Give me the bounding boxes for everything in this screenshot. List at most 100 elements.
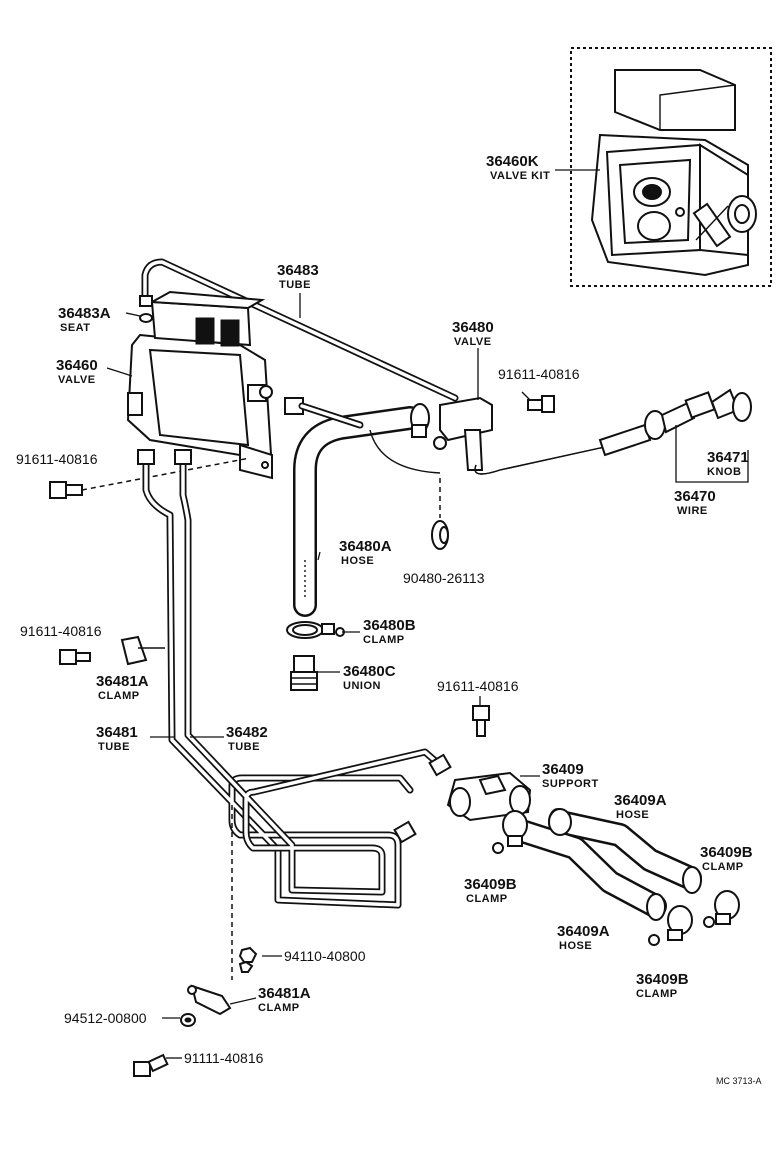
clamp-36409b-right xyxy=(703,890,740,928)
svg-text:CLAMP: CLAMP xyxy=(258,1002,300,1014)
union-36480c xyxy=(290,655,318,691)
svg-text:36409A: 36409A xyxy=(557,923,610,940)
label-clamp-36481a-upper: 36481A CLAMP xyxy=(96,673,149,702)
leader-lines xyxy=(106,169,600,1059)
valve-kit-inset xyxy=(570,47,772,287)
svg-text:SUPPORT: SUPPORT xyxy=(542,778,599,790)
svg-text:SEAT: SEAT xyxy=(60,322,91,334)
svg-text:36471: 36471 xyxy=(707,449,749,466)
svg-text:36409A: 36409A xyxy=(614,792,667,809)
label-nut: 94110-40800 xyxy=(284,948,366,964)
label-hose-36480a: 36480A HOSE xyxy=(339,538,392,567)
svg-text:36409B: 36409B xyxy=(700,844,753,861)
svg-text:36460: 36460 xyxy=(56,357,98,374)
svg-text:CLAMP: CLAMP xyxy=(98,690,140,702)
svg-text:36460K: 36460K xyxy=(486,153,539,170)
label-clamp-36409b-left: 36409B CLAMP xyxy=(464,876,517,905)
label-clamp-36409b-right: 36409B CLAMP xyxy=(700,844,753,873)
tube-36482 xyxy=(174,449,444,896)
knob-36471 xyxy=(710,388,752,422)
svg-text:36409: 36409 xyxy=(542,761,584,778)
label-knob: 36471 KNOB xyxy=(707,449,749,478)
label-hose-36409a-lower: 36409A HOSE xyxy=(557,923,610,952)
svg-text:36470: 36470 xyxy=(674,488,716,505)
label-clamp-36409b-bottom: 36409B CLAMP xyxy=(636,971,689,1000)
label-wire: 36470 WIRE xyxy=(674,488,716,517)
label-grommet: 90480-26113 xyxy=(403,570,485,586)
pipe-to-valve xyxy=(284,397,364,429)
svg-text:TUBE: TUBE xyxy=(228,741,260,753)
tube-36481-fitting xyxy=(393,820,417,844)
heater-valve-36460 xyxy=(126,290,274,480)
tube-36482-fitting xyxy=(428,753,452,777)
svg-text:CLAMP: CLAMP xyxy=(466,893,508,905)
svg-text:36481A: 36481A xyxy=(258,985,311,1002)
label-bolt-bottom: 91111-40816 xyxy=(184,1050,264,1066)
clamp-36480b xyxy=(286,621,345,639)
bolt-91611-left xyxy=(49,457,251,499)
support-36409 xyxy=(446,771,532,822)
label-tube-36481: 36481 TUBE xyxy=(96,724,138,753)
label-valve-36480: 36480 VALVE xyxy=(452,319,494,348)
water-valve-36480 xyxy=(410,396,493,471)
svg-text:HOSE: HOSE xyxy=(616,809,649,821)
label-hose-36409a-upper: 36409A HOSE xyxy=(614,792,667,821)
wire-leader xyxy=(675,425,749,483)
washer-94512 xyxy=(180,1013,196,1027)
svg-text:36409B: 36409B xyxy=(636,971,689,988)
svg-text:HOSE: HOSE xyxy=(341,555,374,567)
label-clamp-36481a-lower: 36481A CLAMP xyxy=(258,985,311,1014)
clamp-36409b-upper xyxy=(548,808,572,836)
svg-text:KNOB: KNOB xyxy=(707,466,741,478)
nut-94110 xyxy=(238,946,258,973)
label-tube-36483: 36483 TUBE xyxy=(277,262,319,291)
svg-text:VALVE: VALVE xyxy=(58,374,96,386)
bolt-91611-center xyxy=(472,705,490,737)
svg-text:UNION: UNION xyxy=(343,680,381,692)
label-valve-36460: 36460 VALVE xyxy=(56,357,98,386)
hose-36409a-lower xyxy=(513,820,667,921)
bolt-91611-top-right xyxy=(527,395,555,413)
svg-text:CLAMP: CLAMP xyxy=(702,861,744,873)
label-bolt-mid-left: 91611-40816 xyxy=(20,623,102,639)
grommet-90480 xyxy=(431,478,449,550)
svg-text:36409B: 36409B xyxy=(464,876,517,893)
label-clamp-36480b: 36480B CLAMP xyxy=(363,617,416,646)
svg-text:36480A: 36480A xyxy=(339,538,392,555)
hose-36480a xyxy=(293,406,422,617)
svg-text:36481: 36481 xyxy=(96,724,138,741)
svg-text:TUBE: TUBE xyxy=(279,279,311,291)
label-seat: 36483A SEAT xyxy=(58,305,111,334)
label-bolt-left: 91611-40816 xyxy=(16,451,98,467)
tube-36483 xyxy=(141,258,459,402)
clamp-36409b-bottom xyxy=(648,905,693,946)
clamp-36481a-upper xyxy=(59,635,165,666)
svg-text:36483A: 36483A xyxy=(58,305,111,322)
label-valve-kit: 36460K VALVE KIT xyxy=(486,153,550,182)
svg-text:WIRE: WIRE xyxy=(677,505,708,517)
label-union: 36480C UNION xyxy=(343,663,396,692)
svg-text:36482: 36482 xyxy=(226,724,268,741)
clamp-36409b-upper-left xyxy=(492,810,528,854)
clamp-36481a-lower xyxy=(187,984,232,1016)
control-wire-36470 xyxy=(369,391,716,475)
svg-text:36480C: 36480C xyxy=(343,663,396,680)
label-tube-36482: 36482 TUBE xyxy=(226,724,268,753)
svg-text:TUBE: TUBE xyxy=(98,741,130,753)
svg-text:VALVE: VALVE xyxy=(454,336,492,348)
label-support: 36409 SUPPORT xyxy=(542,761,599,790)
label-bolt-top-right: 91611-40816 xyxy=(498,366,580,382)
bolt-91111 xyxy=(133,1053,169,1077)
label-washer: 94512-00800 xyxy=(64,1010,147,1026)
svg-text:36480: 36480 xyxy=(452,319,494,336)
svg-text:36481A: 36481A xyxy=(96,673,149,690)
svg-text:CLAMP: CLAMP xyxy=(363,634,405,646)
svg-text:HOSE: HOSE xyxy=(559,940,592,952)
svg-text:CLAMP: CLAMP xyxy=(636,988,678,1000)
svg-text:36480B: 36480B xyxy=(363,617,416,634)
label-bolt-center: 91611-40816 xyxy=(437,678,519,694)
svg-text:VALVE KIT: VALVE KIT xyxy=(490,170,550,182)
figure-code: MC 3713-A xyxy=(716,1076,762,1086)
svg-text:36483: 36483 xyxy=(277,262,319,279)
